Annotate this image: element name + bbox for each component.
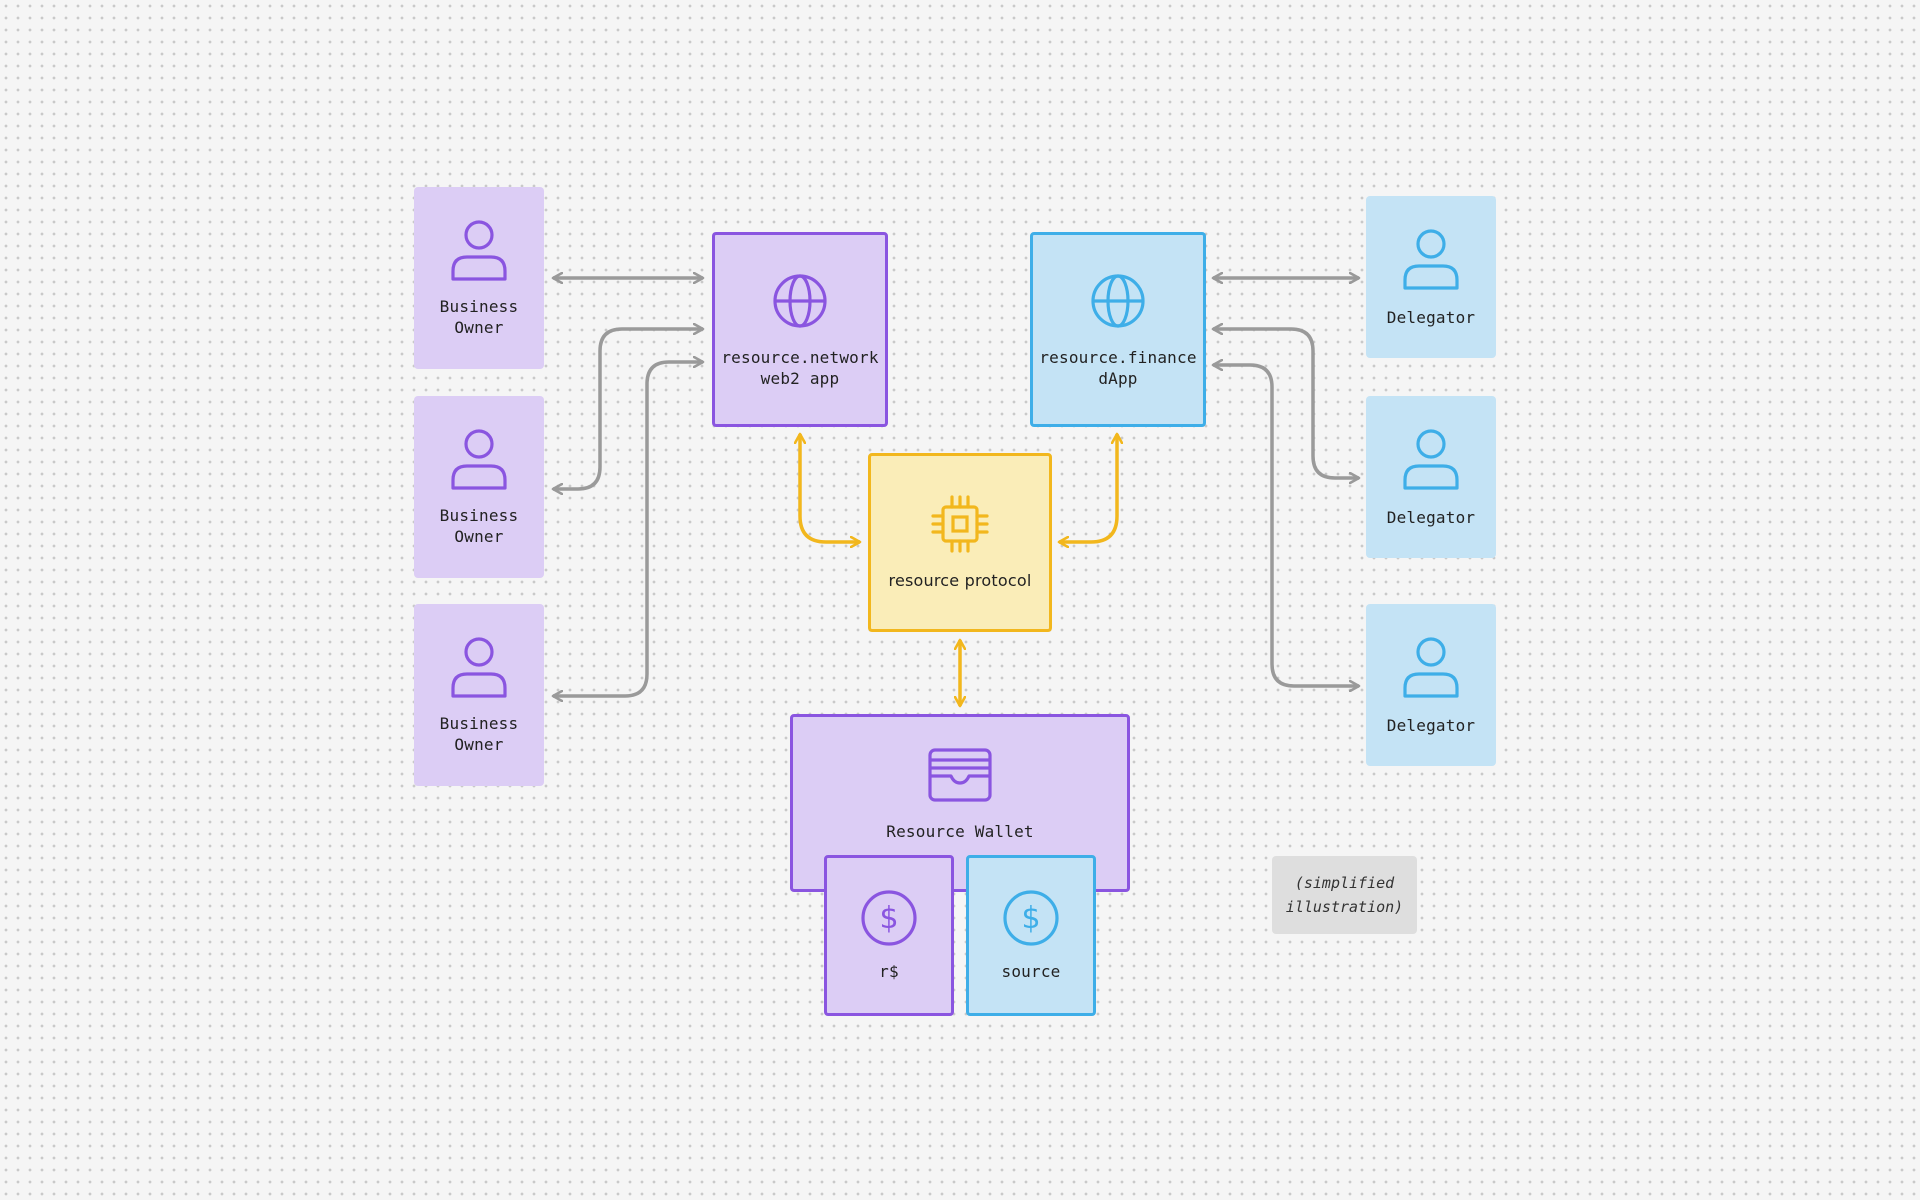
token-card-source[interactable]: $ source — [966, 855, 1096, 1016]
delegator-card-2[interactable]: Delegator — [1366, 396, 1496, 558]
business-owner-card-3[interactable]: Business Owner — [414, 604, 544, 786]
delegator-card-3[interactable]: Delegator — [1366, 604, 1496, 766]
globe-icon — [1091, 273, 1145, 328]
protocol-node[interactable]: resource protocol — [868, 453, 1052, 632]
dapp-label: resource.finance dApp — [1039, 347, 1197, 388]
connector-owner3-web2 — [553, 362, 703, 696]
web2-app-label: resource.network web2 app — [721, 347, 879, 388]
globe-icon — [773, 273, 827, 328]
connector-dapp-delegator3 — [1213, 365, 1359, 686]
delegator-label: Delegator — [1386, 715, 1476, 735]
connector-web2-protocol — [800, 434, 860, 542]
business-owner-card-2[interactable]: Business Owner — [414, 396, 544, 578]
svg-text:$: $ — [879, 901, 898, 936]
token-card-rs[interactable]: $ r$ — [824, 855, 954, 1016]
connector-dapp-protocol — [1059, 434, 1117, 542]
business-owner-label: Business Owner — [439, 506, 519, 546]
protocol-label: resource protocol — [888, 571, 1032, 590]
user-icon — [1403, 228, 1459, 290]
connector-owner2-web2 — [553, 329, 703, 489]
dollar-coin-icon: $ — [861, 890, 917, 946]
delegator-label: Delegator — [1386, 307, 1476, 327]
business-owner-label: Business Owner — [439, 714, 519, 754]
delegator-card-1[interactable]: Delegator — [1366, 196, 1496, 358]
user-icon — [1403, 636, 1459, 698]
wallet-label: Resource Wallet — [886, 822, 1034, 841]
web2-app-node[interactable]: resource.network web2 app — [712, 232, 888, 427]
token-label-rs: r$ — [879, 962, 899, 981]
business-owner-label: Business Owner — [439, 297, 519, 337]
token-label-source: source — [1001, 962, 1061, 981]
connector-dapp-delegator2 — [1213, 329, 1359, 478]
user-icon — [1403, 428, 1459, 490]
delegator-label: Delegator — [1386, 507, 1476, 527]
user-icon — [451, 429, 507, 490]
user-icon — [451, 637, 507, 698]
svg-text:$: $ — [1021, 901, 1040, 936]
dapp-node[interactable]: resource.finance dApp — [1030, 232, 1206, 427]
wallet-icon — [928, 748, 992, 802]
user-icon — [451, 220, 507, 281]
chip-icon — [931, 495, 989, 553]
business-owner-card-1[interactable]: Business Owner — [414, 187, 544, 369]
simplified-illustration-note: (simplified illustration) — [1272, 856, 1417, 934]
dollar-coin-icon: $ — [1003, 890, 1059, 946]
